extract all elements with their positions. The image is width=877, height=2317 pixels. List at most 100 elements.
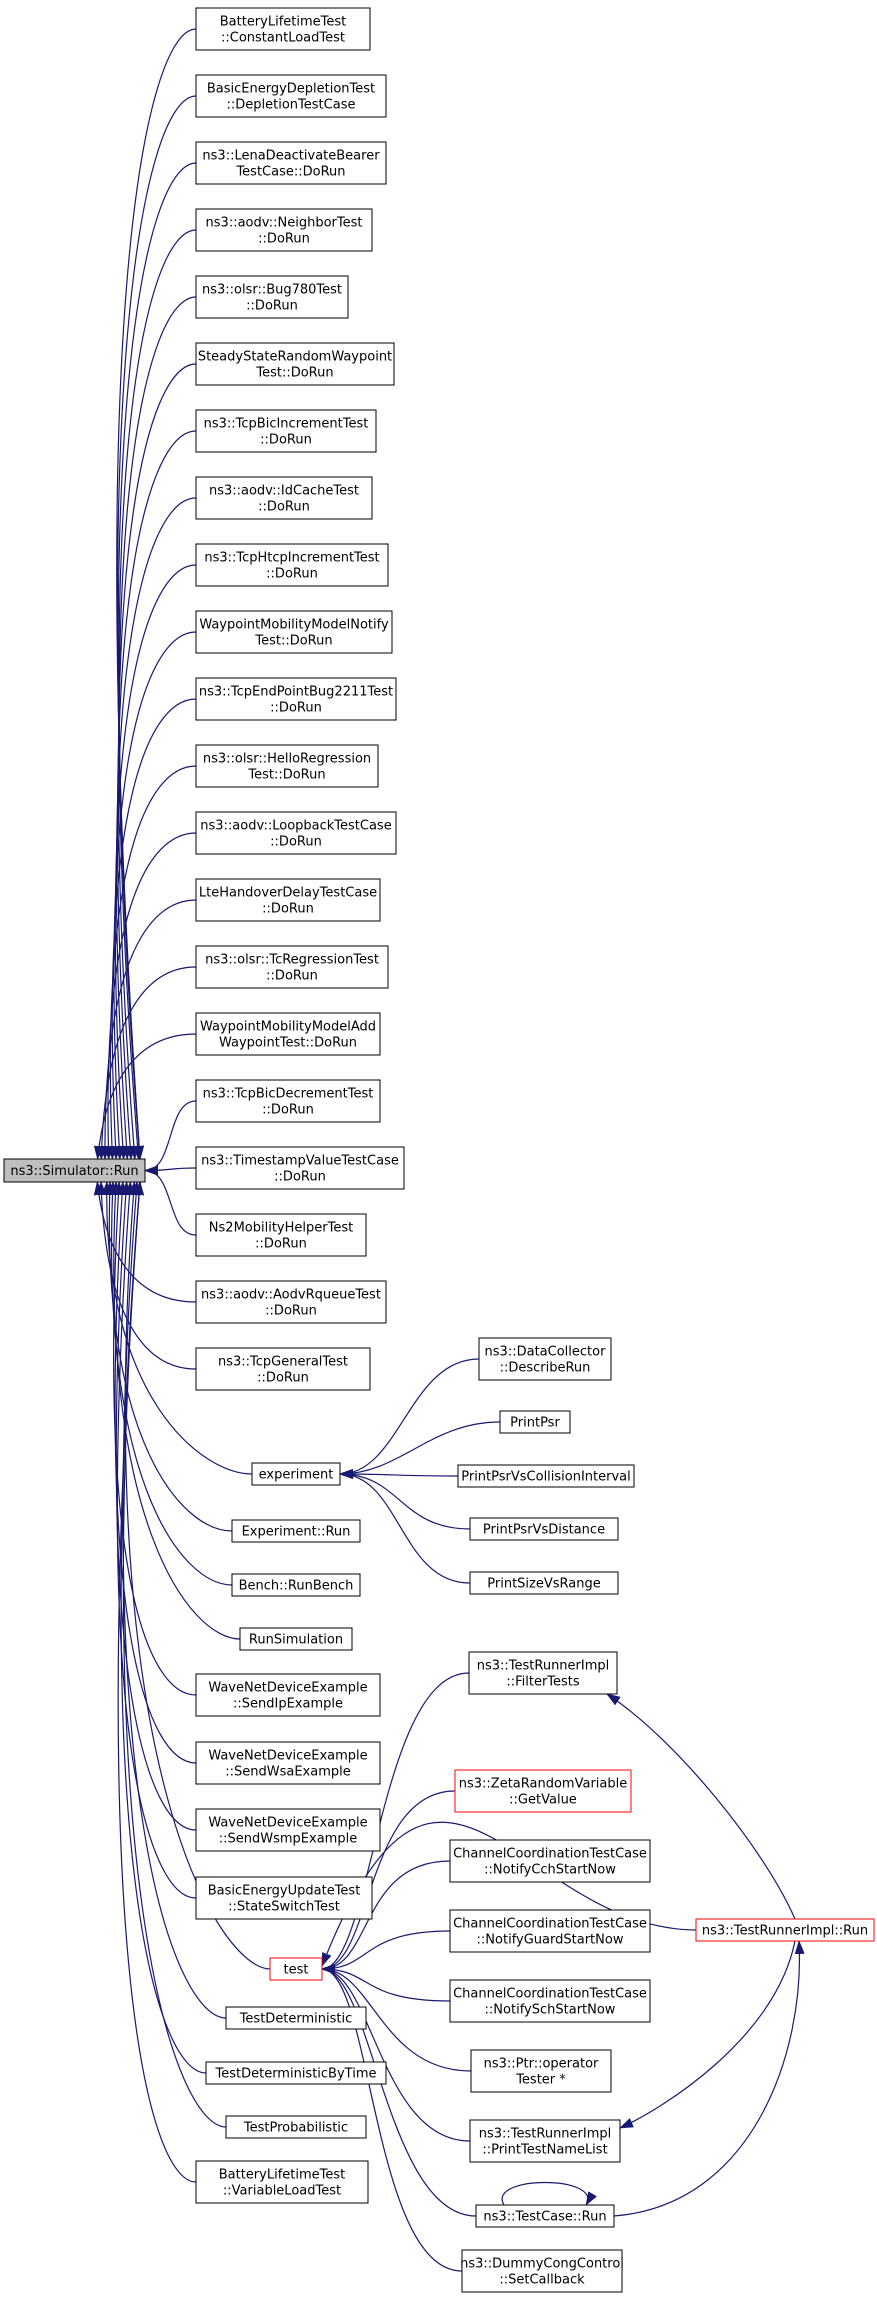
node-simulator-run-box bbox=[3, 1158, 146, 1183]
node-ns3-tcpgeneraltest-dorun-20-label: ns3::TcpGeneralTest bbox=[218, 1355, 348, 1370]
node-ns3-tcphtcpincrementtest-dorun-8[interactable]: ns3::TcpHtcpIncrementTest::DoRun bbox=[195, 543, 389, 587]
edge-ns3-tcpbicincrementtest-dorun-to-simulator-run bbox=[116, 430, 197, 1160]
node-ns3-datacollector-describerun[interactable]: ns3::DataCollector::DescribeRun bbox=[478, 1337, 612, 1381]
node-batterylifetimetest-variableloadtest-33[interactable]: BatteryLifetimeTest::VariableLoadTest bbox=[195, 2160, 369, 2204]
node-ns3-olsr-tcregressiontest-dorun-14[interactable]: ns3::olsr::TcRegressionTest::DoRun bbox=[195, 945, 389, 989]
node-printpsr[interactable]: PrintPsr bbox=[499, 1410, 571, 1434]
node-bench-runbench-23[interactable]: Bench::RunBench bbox=[231, 1573, 361, 1597]
node-testdeterministic-30[interactable]: TestDeterministic bbox=[225, 2006, 367, 2030]
node-ns3-aodv-neighbortest-dorun-3[interactable]: ns3::aodv::NeighborTest::DoRun bbox=[195, 208, 373, 252]
edge-wavenetdeviceexample-sendwsaexample-to-simulator-run bbox=[114, 1181, 197, 1764]
node-ns3-olsr-helloregressiontest-dorun-11-label: ns3::olsr::HelloRegression bbox=[203, 752, 371, 767]
node-channelcoordinationtestcase-notifyguardstartnow-3-label: ChannelCoordinationTestCase bbox=[453, 1917, 647, 1932]
node-ns3-dummycongcontrol-setcallback-8-label: ::SetCallback bbox=[499, 2273, 585, 2288]
node-channelcoordinationtestcase-notifyguardstartnow-3-label: ::NotifyGuardStartNow bbox=[477, 1933, 624, 1948]
edge-ns3-zetarandomvariable-getvalue-to-test bbox=[321, 1790, 456, 1974]
node-basicenergydepletiontest-depletiontestcase-1-label: ::DepletionTestCase bbox=[227, 98, 356, 113]
edge-testdeterministic-to-simulator-run bbox=[122, 1181, 227, 2019]
node-printpsrvsdistance[interactable]: PrintPsrVsDistance bbox=[469, 1517, 619, 1541]
node-wavenetdeviceexample-sendwsaexample-26[interactable]: WaveNetDeviceExample::SendWsaExample bbox=[195, 1741, 381, 1785]
node-steadystaterandomwaypointtest-dorun-5-label: SteadyStateRandomWaypoint bbox=[198, 350, 392, 365]
node-ns3-testrunnerimpl-filtertests-0[interactable]: ns3::TestRunnerImpl::FilterTests bbox=[468, 1651, 618, 1695]
node-testrunnerimpl-run-box bbox=[695, 1918, 875, 1942]
node-waypointmobilitymodeladdwaypointtest-dorun-15[interactable]: WaypointMobilityModelAddWaypointTest::Do… bbox=[195, 1012, 381, 1056]
node-ns3-lenadeactivatebearertestcase-dorun-2-label: ns3::LenaDeactivateBearer bbox=[202, 149, 380, 164]
node-channelcoordinationtestcase-notifycchstartnow-2-box bbox=[449, 1839, 651, 1883]
node-testprobabilistic-32[interactable]: TestProbabilistic bbox=[225, 2115, 367, 2139]
edge-basicenergyupdatetest-stateswitchtest-to-simulator-run bbox=[116, 1181, 197, 1899]
node-ns3-tcpbicdecrementtest-dorun-16[interactable]: ns3::TcpBicDecrementTest::DoRun bbox=[195, 1079, 381, 1123]
node-wavenetdeviceexample-sendipexample-25-label: ::SendIpExample bbox=[233, 1697, 343, 1712]
node-test-29[interactable]: test bbox=[269, 1957, 323, 1981]
node-ns3-ptr-operatortester-5-label: Tester * bbox=[515, 2073, 566, 2088]
node-experiment-21-label: experiment bbox=[259, 1468, 334, 1483]
node-bench-runbench-23-box bbox=[231, 1573, 361, 1597]
node-ns3-tcpendpointbug2211test-dorun-10[interactable]: ns3::TcpEndPointBug2211Test::DoRun bbox=[195, 677, 397, 721]
node-simulator-run[interactable]: ns3::Simulator::Run bbox=[3, 1158, 146, 1183]
edge-ns3-testrunnerimpl-printtestnamelist-to-test bbox=[321, 1964, 471, 2142]
node-ns3-olsr-tcregressiontest-dorun-14-label: ::DoRun bbox=[266, 969, 318, 984]
node-ns3-timestampvaluetestcase-dorun-17-label: ::DoRun bbox=[274, 1170, 326, 1185]
node-testrunnerimpl-run[interactable]: ns3::TestRunnerImpl::Run bbox=[695, 1918, 875, 1942]
node-experiment-21[interactable]: experiment bbox=[251, 1462, 341, 1486]
node-printpsrvscollisioninterval[interactable]: PrintPsrVsCollisionInterval bbox=[457, 1464, 635, 1488]
node-channelcoordinationtestcase-notifycchstartnow-2[interactable]: ChannelCoordinationTestCase::NotifyCchSt… bbox=[449, 1839, 651, 1883]
edge-testprobabilistic-to-simulator-run bbox=[122, 1181, 227, 2128]
edge-testdeterministicbytime-to-simulator-run bbox=[120, 1181, 207, 2074]
node-basicenergydepletiontest-depletiontestcase-1-label: BasicEnergyDepletionTest bbox=[207, 82, 375, 97]
node-ns3-aodv-aodvrqueuetest-dorun-19-label: ::DoRun bbox=[265, 1304, 317, 1319]
node-ns3-tcpbicincrementtest-dorun-6[interactable]: ns3::TcpBicIncrementTest::DoRun bbox=[195, 409, 377, 453]
edge-ns3-ptr-operatortester-to-test bbox=[321, 1964, 472, 2072]
edge-ns3-tcpgeneraltest-dorun-to-simulator-run bbox=[96, 1181, 197, 1370]
node-ns3-tcpgeneraltest-dorun-20-box bbox=[195, 1347, 371, 1391]
node-printpsr-label: PrintPsr bbox=[510, 1416, 560, 1431]
node-ns3-testrunnerimpl-printtestnamelist-6[interactable]: ns3::TestRunnerImpl::PrintTestNameList bbox=[469, 2119, 621, 2163]
node-ns3-tcpgeneraltest-dorun-20-label: ::DoRun bbox=[257, 1371, 309, 1386]
node-basicenergydepletiontest-depletiontestcase-1[interactable]: BasicEnergyDepletionTest::DepletionTestC… bbox=[195, 74, 387, 118]
node-ns3-testcase-run-7[interactable]: ns3::TestCase::Run bbox=[475, 2204, 615, 2228]
node-wavenetdeviceexample-sendipexample-25[interactable]: WaveNetDeviceExample::SendIpExample bbox=[195, 1673, 381, 1717]
node-runsimulation-24[interactable]: RunSimulation bbox=[239, 1627, 353, 1651]
node-ltehandoverdelaytestcase-dorun-13[interactable]: LteHandoverDelayTestCase::DoRun bbox=[195, 878, 381, 922]
node-basicenergyupdatetest-stateswitchtest-28[interactable]: BasicEnergyUpdateTest::StateSwitchTest bbox=[195, 1876, 373, 1920]
node-ns3-lenadeactivatebearertestcase-dorun-2-label: TestCase::DoRun bbox=[235, 165, 345, 180]
node-experiment-run-22[interactable]: Experiment::Run bbox=[231, 1519, 361, 1543]
node-ltehandoverdelaytestcase-dorun-13-label: LteHandoverDelayTestCase bbox=[199, 886, 377, 901]
node-printpsr-box bbox=[499, 1410, 571, 1434]
node-ns3-zetarandomvariable-getvalue-1[interactable]: ns3::ZetaRandomVariable::GetValue bbox=[454, 1769, 632, 1813]
node-ns3-tcpgeneraltest-dorun-20[interactable]: ns3::TcpGeneralTest::DoRun bbox=[195, 1347, 371, 1391]
node-printpsrvscollisioninterval-box bbox=[457, 1464, 635, 1488]
node-ns3-aodv-aodvrqueuetest-dorun-19-box bbox=[195, 1280, 387, 1324]
node-ns3-testrunnerimpl-filtertests-0-label: ns3::TestRunnerImpl bbox=[477, 1659, 610, 1674]
node-printsizevsrange[interactable]: PrintSizeVsRange bbox=[469, 1571, 619, 1595]
node-channelcoordinationtestcase-notifyschstartnow-4-label: ::NotifySchStartNow bbox=[485, 2003, 616, 2018]
edge-ns3-testrunnerimpl-filtertests-to-test bbox=[321, 1672, 470, 1974]
node-wavenetdeviceexample-sendwsmpexample-27[interactable]: WaveNetDeviceExample::SendWsmpExample bbox=[195, 1808, 381, 1852]
node-channelcoordinationtestcase-notifyschstartnow-4[interactable]: ChannelCoordinationTestCase::NotifySchSt… bbox=[449, 1979, 651, 2023]
node-channelcoordinationtestcase-notifyguardstartnow-3[interactable]: ChannelCoordinationTestCase::NotifyGuard… bbox=[449, 1909, 651, 1953]
node-ns3-timestampvaluetestcase-dorun-17[interactable]: ns3::TimestampValueTestCase::DoRun bbox=[195, 1146, 405, 1190]
edge-printpsr-to-experiment bbox=[339, 1421, 501, 1479]
node-ns2mobilityhelpertest-dorun-18[interactable]: Ns2MobilityHelperTest::DoRun bbox=[195, 1213, 367, 1257]
node-ns3-dummycongcontrol-setcallback-8[interactable]: ns3::DummyCongControl::SetCallback bbox=[460, 2249, 624, 2293]
node-ns3-testrunnerimpl-filtertests-0-box bbox=[468, 1651, 618, 1695]
node-ns3-aodv-loopbacktestcase-dorun-12-box bbox=[195, 811, 397, 855]
node-channelcoordinationtestcase-notifycchstartnow-2-label: ::NotifyCchStartNow bbox=[484, 1863, 616, 1878]
node-ns3-aodv-idcachetest-dorun-7[interactable]: ns3::aodv::IdCacheTest::DoRun bbox=[195, 476, 373, 520]
edge-channelcoordinationtestcase-notifyguardstartnow-to-test bbox=[321, 1930, 451, 1974]
node-testdeterministicbytime-31[interactable]: TestDeterministicByTime bbox=[205, 2061, 387, 2085]
node-ns3-aodv-aodvrqueuetest-dorun-19[interactable]: ns3::aodv::AodvRqueueTest::DoRun bbox=[195, 1280, 387, 1324]
edge-testrunnerimpl-run-to-filtertests bbox=[606, 1693, 796, 1920]
node-batterylifetimetest-variableloadtest-33-label: BatteryLifetimeTest bbox=[219, 2168, 346, 2183]
node-ltehandoverdelaytestcase-dorun-13-label: ::DoRun bbox=[262, 902, 314, 917]
node-batterylifetimetest-constantloadtest-0[interactable]: BatteryLifetimeTest::ConstantLoadTest bbox=[195, 7, 371, 51]
node-ns3-zetarandomvariable-getvalue-1-label: ns3::ZetaRandomVariable bbox=[459, 1777, 627, 1792]
node-ns3-aodv-loopbacktestcase-dorun-12[interactable]: ns3::aodv::LoopbackTestCase::DoRun bbox=[195, 811, 397, 855]
node-ns3-olsr-bug780test-dorun-4[interactable]: ns3::olsr::Bug780Test::DoRun bbox=[195, 275, 349, 319]
node-ns3-datacollector-describerun-label: ::DescribeRun bbox=[500, 1361, 591, 1376]
